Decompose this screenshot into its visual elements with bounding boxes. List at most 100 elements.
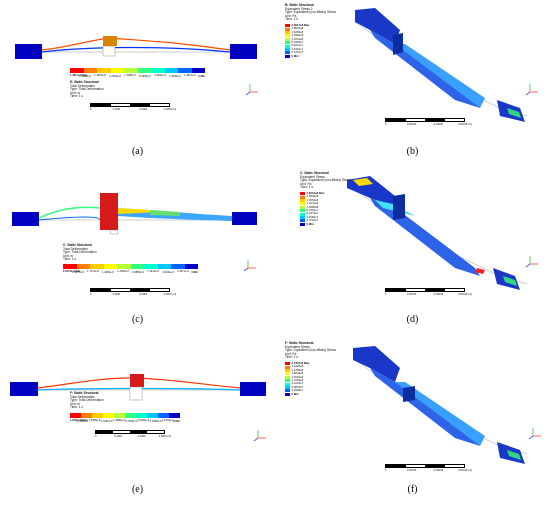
color-cell <box>90 264 104 269</box>
panel-caption: (e) <box>131 484 144 495</box>
color-cell <box>117 264 131 269</box>
legend-label: 2.7367e8 Max <box>291 361 310 365</box>
color-cell <box>164 68 178 73</box>
legend-label: 6.6211e7 <box>291 43 303 48</box>
legend-swatch <box>300 192 305 196</box>
result-title: B: Static Structural <box>285 3 314 7</box>
right-hot-area <box>503 276 517 286</box>
beam-highlight <box>395 44 485 108</box>
deformation-view-e <box>10 374 266 442</box>
legend-label: 0 Min <box>306 221 314 226</box>
legend-label: 1.2163e8 <box>291 377 304 382</box>
color-bar-label: 1.4817e-9 <box>184 73 196 77</box>
color-cell <box>137 68 151 73</box>
scale-label: 0.0002 <box>139 107 148 111</box>
result-info-line: Time: 1 s <box>285 17 298 22</box>
result-info-line: Time: 1 s <box>70 94 83 99</box>
color-cell <box>130 264 144 269</box>
scale-label: 0.00045 (m) <box>458 122 472 126</box>
legend-row: 8.3164e7 <box>300 208 324 213</box>
color-bar-label: 2.2473e-8 Max <box>63 269 81 273</box>
left-block <box>355 8 400 44</box>
legend-label: 1.8604e8 <box>291 26 304 31</box>
legend-label: 6.2373e7 <box>306 211 319 216</box>
legend-swatch <box>285 34 290 38</box>
color-cell <box>169 413 180 418</box>
color-bar-label: 0 Min <box>191 271 198 275</box>
legend-label: 1.8712e8 Max <box>306 191 325 195</box>
legend-swatch <box>300 198 305 202</box>
scale-label: 0.00030 <box>433 292 444 296</box>
color-bar-label: 8.7915e-9 <box>125 420 137 424</box>
stress-hotspot <box>507 450 521 460</box>
legend-swatch <box>285 379 290 383</box>
legend-swatch <box>285 372 290 376</box>
beam-upper <box>37 377 241 389</box>
color-bar-label: 9.9883e-9 <box>132 271 144 275</box>
color-bar-label: 4.3958e-9 <box>149 420 162 424</box>
axis-triad <box>528 428 541 440</box>
scale-label: 0 <box>385 122 387 126</box>
color-cell <box>136 413 147 418</box>
result-info-line: Time: 1 s <box>300 185 313 190</box>
panel-caption: (a) <box>131 146 144 157</box>
axis-triad <box>525 84 538 96</box>
legend-row: 0 Min <box>285 391 309 396</box>
color-cell <box>184 264 198 269</box>
legend-swatch <box>300 209 305 213</box>
scale-label: 0.00045 (m) <box>458 292 472 296</box>
legend-label: 6.0815e7 <box>291 384 304 389</box>
legend-row: 1.1641e8 <box>285 37 309 41</box>
color-bar-label: 1.0989e-8 <box>113 418 125 422</box>
result-info-line: Unit: Pa <box>285 351 297 356</box>
scale-label: 0 <box>90 107 92 111</box>
color-cell <box>114 413 125 418</box>
legend-label: 8.9432e7 <box>291 39 304 44</box>
scale-label: 0 <box>385 292 387 296</box>
scale-label: 0.0003 (m) <box>163 107 177 111</box>
legend-row: 1.8244e8 <box>285 371 309 376</box>
beam <box>370 30 480 108</box>
legend-swatch <box>285 30 290 34</box>
legend-row: 1.2163e8 <box>285 377 309 383</box>
color-bar-label: 5.9269e-9 <box>139 75 151 79</box>
legend-row: 1.2474e8 <box>300 201 324 206</box>
color-bar-label: 1.7583e-8 <box>76 420 89 424</box>
left-hot-area <box>353 178 373 186</box>
legend-label: 1.0395e8 <box>306 204 319 209</box>
legend-swatch <box>285 375 290 379</box>
color-bar-label: 1.0369e-8 <box>79 75 91 79</box>
deformation-view-c <box>12 193 257 272</box>
result-info-line: Type: Equivalent (von-Mises) Stress <box>300 178 352 183</box>
legend-swatch <box>285 27 290 31</box>
axis-triad <box>243 260 256 272</box>
stress-hotspot-max <box>475 268 485 274</box>
legend-swatch <box>300 219 305 223</box>
legend-label: 0 Min <box>291 391 299 396</box>
legend-swatch <box>300 205 305 209</box>
color-bar-label: 2.1979e-9 <box>161 418 174 422</box>
mass-anchor <box>102 45 116 57</box>
mass-anchor <box>109 229 119 235</box>
color-bar-label: 1.9781e-8 Max <box>70 418 88 422</box>
left-anchor <box>15 44 42 59</box>
color-bar-label: 1.4982e-8 <box>102 271 114 275</box>
stress-view-b <box>354 8 538 122</box>
color-cell <box>147 413 158 418</box>
result-title: F: Static Structural <box>285 341 314 345</box>
scale-label: 0.00015 <box>406 468 417 472</box>
left-anchor <box>10 382 38 396</box>
result-title: F: Static Structural <box>70 391 99 395</box>
left-block <box>353 346 400 382</box>
legend-row: 0 Min <box>300 221 324 226</box>
legend-row: 1.5204e8 <box>285 375 309 379</box>
legend-row: 3.0408e7 <box>285 388 309 393</box>
